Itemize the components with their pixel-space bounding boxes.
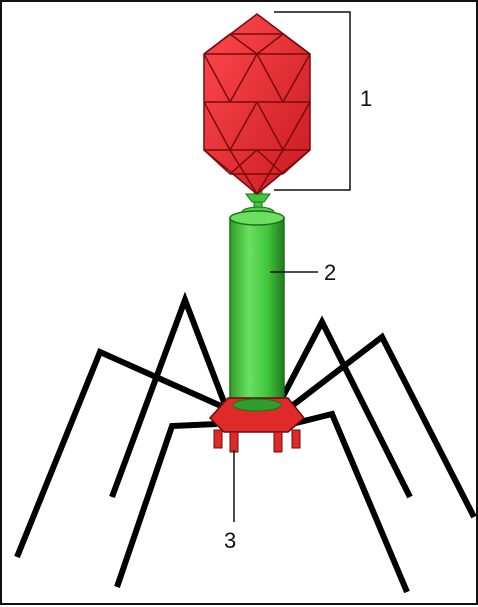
tail-sheath xyxy=(230,211,284,413)
sheath-label: 2 xyxy=(324,260,336,285)
tail-fiber xyxy=(17,352,230,557)
baseplate-label: 3 xyxy=(224,528,236,553)
tail-fiber xyxy=(292,414,407,592)
head-label: 1 xyxy=(360,86,372,111)
base-plate xyxy=(210,398,304,452)
tail-fiber xyxy=(284,337,474,517)
capsid-head xyxy=(204,14,310,194)
baseplate-callout: 3 xyxy=(224,450,236,553)
